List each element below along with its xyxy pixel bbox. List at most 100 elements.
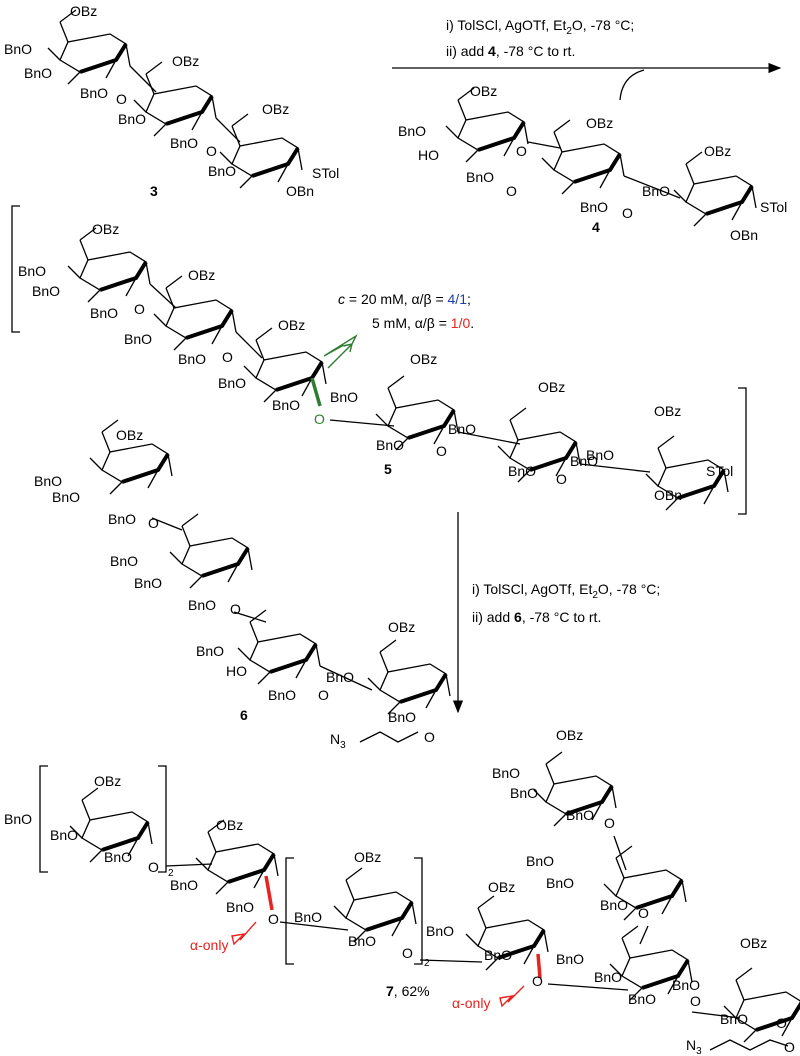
bz-label: OBz <box>488 879 515 895</box>
bz-label: OBz <box>278 317 305 333</box>
bz-label: OBz <box>92 221 119 237</box>
bno-label: BnO <box>720 1011 748 1027</box>
bno-label: BnO <box>580 199 608 215</box>
step2-line2: ii) add 6, -78 °C to rt. <box>472 609 601 625</box>
bno-label: BnO <box>50 827 78 843</box>
bno-label: BnO <box>510 785 538 801</box>
bz-label: OBz <box>740 935 767 951</box>
o-label: O <box>424 729 435 745</box>
bno-label: BnO <box>178 351 206 367</box>
bno-label: BnO <box>104 849 132 865</box>
alpha-only-label: α-only <box>452 995 490 1011</box>
stol-label: STol <box>312 165 339 181</box>
alpha-only-label: α-only <box>190 937 228 953</box>
bno-label: BnO <box>32 283 60 299</box>
bno-label: BnO <box>484 947 512 963</box>
bno-label: BnO <box>90 305 118 321</box>
repeat-count: 2 <box>424 958 430 969</box>
bno-label: BnO <box>272 397 300 413</box>
bno-label: BnO <box>118 111 146 127</box>
compound-3-structure: OBz BnO BnO BnO O OBz BnO BnO O OBz BnO … <box>4 3 339 199</box>
bno-label: BnO <box>398 123 426 139</box>
alpha-bond-2 <box>536 953 542 979</box>
o-label: O <box>314 411 325 427</box>
bz-label: OBz <box>586 115 613 131</box>
bno-label: BnO <box>4 811 32 827</box>
bz-label: OBz <box>172 53 199 69</box>
ho-label: HO <box>226 663 247 679</box>
bz-label: OBz <box>70 3 97 19</box>
compound-6-structure: OBz BnO BnO BnO O BnO BnO BnO O BnO HO B… <box>34 418 452 751</box>
obn-label: OBn <box>730 227 758 243</box>
bno-label: BnO <box>586 447 614 463</box>
bno-label: BnO <box>24 65 52 81</box>
bno-label: BnO <box>134 575 162 591</box>
o-label: O <box>556 471 567 487</box>
o-label: O <box>638 905 649 921</box>
bn-label: BnO <box>448 421 476 437</box>
compound-5-label: 5 <box>384 461 392 477</box>
bz-label: OBz <box>94 773 121 789</box>
bz-label: OBz <box>704 143 731 159</box>
bno-label: BnO <box>18 263 46 279</box>
bno-label: BnO <box>348 933 376 949</box>
bno-label: BnO <box>526 853 554 869</box>
o-label: O <box>784 1039 795 1055</box>
bno-label: BnO <box>628 991 656 1007</box>
repeat-count: 2 <box>168 868 174 879</box>
bz-label: OBz <box>216 817 243 833</box>
bno-label: BnO <box>170 877 198 893</box>
bz-label: OBz <box>654 403 681 419</box>
bz-label: OBz <box>538 379 565 395</box>
o-label: O <box>402 945 413 961</box>
bz-label: OBz <box>354 849 381 865</box>
o-label: O <box>532 973 543 989</box>
bno-label: BnO <box>566 807 594 823</box>
alpha-bond-1 <box>264 875 274 911</box>
compound-4-label: 4 <box>592 219 600 235</box>
bno-label: BnO <box>80 85 108 101</box>
obn-label: OBn <box>286 183 314 199</box>
bno-label: BnO <box>34 473 62 489</box>
bno-label: BnO <box>466 169 494 185</box>
compound-6-label: 6 <box>240 707 248 723</box>
bz-label: OBz <box>262 101 289 117</box>
red-arrow-icon <box>231 921 257 946</box>
o-label: O <box>116 91 127 107</box>
step1-line1: i) TolSCl, AgOTf, Et2O, -78 °C; <box>446 17 634 37</box>
step1-line2: ii) add 4, -78 °C to rt. <box>446 43 575 59</box>
o-label: O <box>148 515 159 531</box>
ho-label: HO <box>418 147 439 163</box>
selectivity-line1: c = 20 mM, α/β = 4/1; <box>338 291 471 307</box>
bno-label: BnO <box>600 897 628 913</box>
compound-7-structure: BnO OBz BnO BnO O 2 OBz BnO BnO O α-only… <box>4 727 800 1056</box>
bz-label: OBz <box>470 83 497 99</box>
bz-label: OBz <box>116 427 143 443</box>
o-label: O <box>436 443 447 459</box>
step-1: i) TolSCl, AgOTf, Et2O, -78 °C; ii) add … <box>392 17 782 101</box>
o-label: O <box>230 601 241 617</box>
bno-label: BnO <box>196 643 224 659</box>
bno-label: BnO <box>330 389 358 405</box>
o-label: O <box>690 993 701 1009</box>
left-bracket <box>11 205 20 333</box>
bno-label: BnO <box>170 135 198 151</box>
bno-label: BnO <box>294 909 322 925</box>
o-label: O <box>622 205 633 221</box>
bno-label: BnO <box>376 437 404 453</box>
new-glycosidic-bond <box>310 377 322 407</box>
o-label: O <box>206 143 217 159</box>
bno-label: BnO <box>208 163 236 179</box>
azide-label: N3 <box>330 731 346 751</box>
right-bracket <box>738 387 747 515</box>
bno-label: BnO <box>508 463 536 479</box>
bno-label: BnO <box>108 511 136 527</box>
bn-label: BnO <box>672 977 700 993</box>
o-label: O <box>268 911 279 927</box>
bno-label: BnO <box>556 951 584 967</box>
o-label: O <box>776 1015 787 1031</box>
bno-label: BnO <box>594 969 622 985</box>
bno-label: BnO <box>426 923 454 939</box>
selectivity-line2: 5 mM, α/β = 1/0. <box>372 315 474 331</box>
